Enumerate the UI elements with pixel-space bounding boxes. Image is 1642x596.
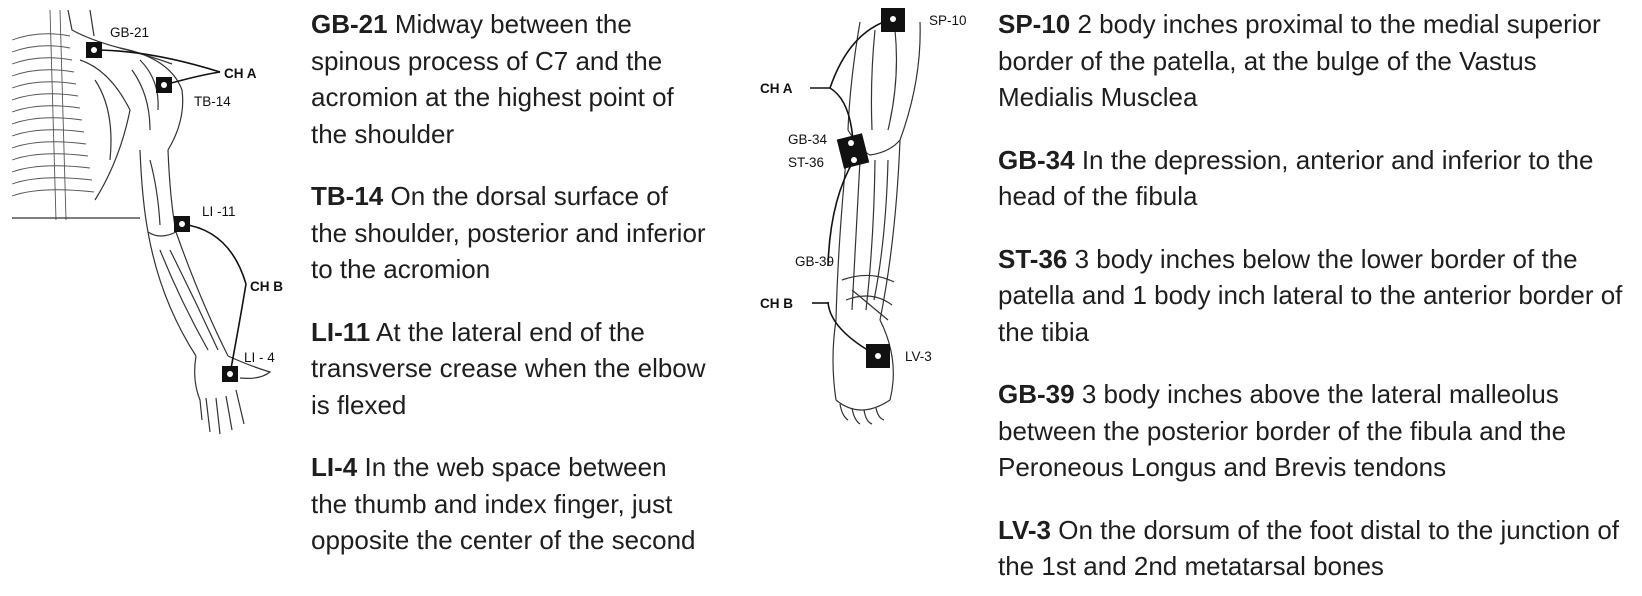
entry-code: LV-3 xyxy=(998,514,1051,545)
entry-code: GB-34 xyxy=(998,144,1075,175)
entry-code: GB-39 xyxy=(998,379,1075,409)
entry-text: At the lateral end of the transverse cre… xyxy=(311,316,706,420)
leg-channel-b: CH B xyxy=(760,296,793,311)
entry-code: SP-10 xyxy=(998,9,1071,39)
leg-label-st36: ST-36 xyxy=(788,155,824,170)
entry-code: TB-14 xyxy=(311,181,384,211)
entry-text: In the web space between the thumb and i… xyxy=(311,452,696,555)
arm-label-li4: LI - 4 xyxy=(244,350,275,365)
electrode-li11 xyxy=(174,216,190,232)
leg-illustration xyxy=(832,21,921,425)
arm-channel-a: CH A xyxy=(224,66,257,81)
entry-code: ST-36 xyxy=(998,243,1068,274)
electrode-li4 xyxy=(222,366,238,382)
entry-text: 3 body inches above the lateral malleolu… xyxy=(998,379,1567,482)
electrode-gb21 xyxy=(86,42,102,58)
entry-gb39: GB-39 3 body inches above the lateral ma… xyxy=(998,376,1638,486)
entry-text: 2 body inches proximal to the medial sup… xyxy=(998,9,1601,112)
electrode-lv3 xyxy=(866,344,890,368)
right-point-descriptions: SP-10 2 body inches proximal to the medi… xyxy=(998,6,1638,596)
leg-label-lv3: LV-3 xyxy=(905,349,932,364)
electrode-gb34-st36 xyxy=(836,133,870,169)
electrode-sp10 xyxy=(881,8,905,32)
entry-text: On the dorsal surface of the shoulder, p… xyxy=(311,181,706,284)
entry-gb21: GB-21 Midway between the spinous process… xyxy=(311,6,706,152)
entry-li11: LI-11 At the lateral end of the transver… xyxy=(311,314,706,424)
leg-electrode-wires xyxy=(810,18,894,357)
leg-channel-a: CH A xyxy=(760,81,793,96)
entry-text: 3 body inches below the lower border of … xyxy=(998,243,1623,347)
entry-code: LI-4 xyxy=(311,452,358,482)
arm-label-tb14: TB-14 xyxy=(194,94,231,109)
entry-sp10: SP-10 2 body inches proximal to the medi… xyxy=(998,6,1638,116)
electrode-tb14 xyxy=(156,77,172,93)
leg-label-gb34: GB-34 xyxy=(788,132,828,147)
acupoint-figures: GB-21 TB-14 LI -11 LI - 4 CH A CH B xyxy=(11,8,967,435)
entry-tb14: TB-14 On the dorsal surface of the shoul… xyxy=(311,178,706,288)
entry-lv3: LV-3 On the dorsum of the foot distal to… xyxy=(998,512,1638,585)
entry-st36: ST-36 3 body inches below the lower bord… xyxy=(998,241,1638,351)
entry-text: Midway between the spinous process of C7… xyxy=(311,9,674,149)
arm-label-li11: LI -11 xyxy=(202,204,236,219)
entry-gb34: GB-34 In the depression, anterior and in… xyxy=(998,142,1638,215)
entry-code: GB-21 xyxy=(311,9,388,39)
entry-li4: LI-4 In the web space between the thumb … xyxy=(311,449,706,559)
arm-label-gb21: GB-21 xyxy=(110,25,149,40)
leg-label-gb39: GB-39 xyxy=(795,254,834,269)
leg-label-sp10: SP-10 xyxy=(929,13,967,28)
arm-back-illustration xyxy=(11,9,272,435)
arm-channel-b: CH B xyxy=(250,279,283,294)
rib-hatching xyxy=(11,9,95,221)
entry-code: LI-11 xyxy=(311,316,371,347)
left-point-descriptions: GB-21 Midway between the spinous process… xyxy=(311,6,706,570)
entry-text: On the dorsum of the foot distal to the … xyxy=(998,514,1619,582)
entry-text: In the depression, anterior and inferior… xyxy=(998,144,1594,212)
